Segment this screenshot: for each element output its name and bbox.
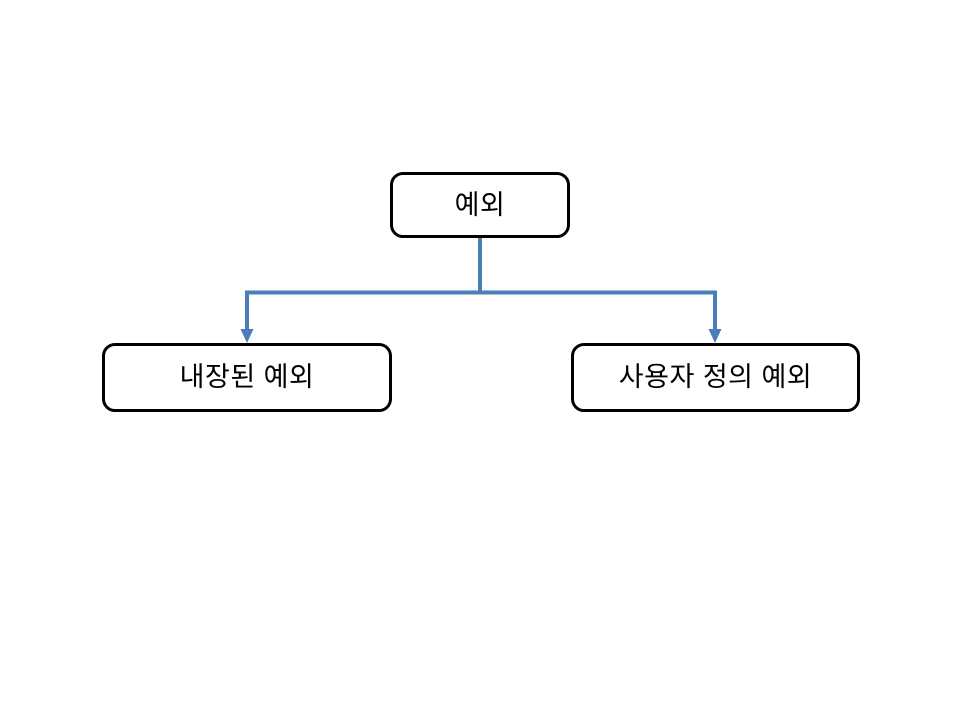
node-label-user-defined-exception: 사용자 정의 예외 <box>618 362 813 392</box>
connector-root-to-builtin <box>240 238 482 343</box>
connector-root-to-userdefined <box>478 238 722 343</box>
node-builtin-exception[interactable]: 내장된 예외 <box>102 343 392 412</box>
node-label-builtin-exception: 내장된 예외 <box>179 362 315 392</box>
node-exception-root[interactable]: 예외 <box>390 172 570 238</box>
arrowhead-right-icon <box>708 329 722 343</box>
connector-line-right <box>478 238 717 331</box>
node-user-defined-exception[interactable]: 사용자 정의 예외 <box>571 343 860 412</box>
node-label-exception-root: 예외 <box>454 189 506 220</box>
connector-line-left <box>245 238 482 331</box>
arrowhead-left-icon <box>240 329 254 343</box>
